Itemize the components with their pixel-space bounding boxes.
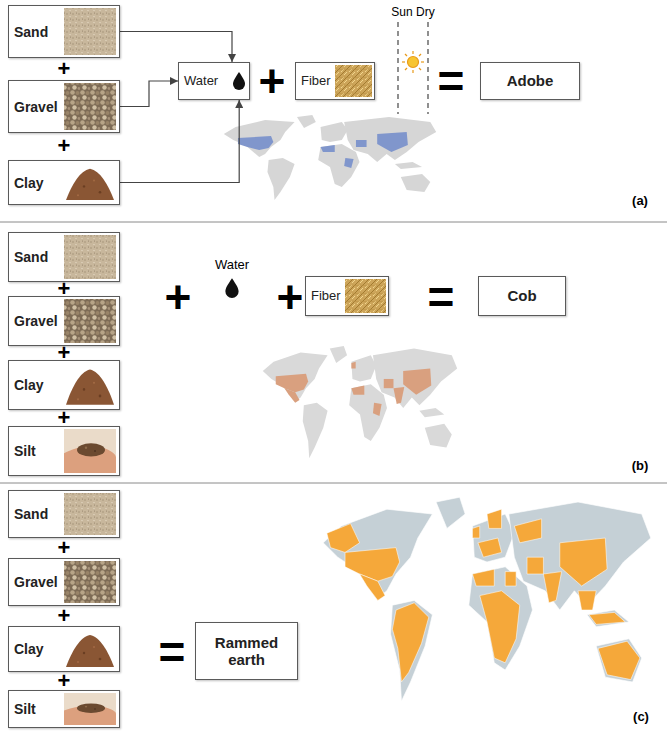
material-box: Clay	[8, 360, 120, 410]
plus-sign: +	[58, 58, 71, 80]
material-box: Sand	[8, 490, 120, 538]
equals-sign: =	[428, 274, 455, 320]
plus-sign: +	[58, 605, 71, 627]
box-label: Clay	[14, 641, 44, 657]
material-box: Clay	[8, 626, 120, 672]
box-label: Silt	[14, 443, 36, 459]
material-box: Sand	[8, 5, 120, 58]
box-label: Sand	[14, 249, 48, 265]
plus-sign: +	[58, 537, 71, 559]
panel-letter: (b)	[630, 458, 651, 473]
step-label: Sun Dry	[391, 6, 434, 18]
plus-sign: +	[58, 670, 71, 692]
plus-sign: +	[58, 135, 71, 157]
box-label: Adobe	[503, 72, 558, 89]
material-box: Silt	[8, 426, 120, 476]
panel-divider	[0, 222, 667, 483]
box-label: Water	[184, 74, 218, 89]
box-label: Gravel	[14, 574, 58, 590]
equals-sign: =	[159, 629, 186, 675]
material-box: Clay	[8, 160, 120, 205]
ingredient-box: Water	[178, 62, 250, 100]
box-label: Clay	[14, 377, 44, 393]
product-box: Adobe	[480, 62, 580, 100]
box-label: Sand	[14, 506, 48, 522]
panel-letter: (c)	[631, 709, 651, 724]
world-map	[263, 346, 457, 458]
silt-image	[64, 429, 116, 725]
world-map	[224, 115, 436, 200]
product-box: Rammed earth	[195, 622, 298, 680]
box-label: Silt	[14, 701, 36, 717]
plus-sign: +	[277, 274, 304, 320]
plus-sign: +	[58, 278, 71, 300]
box-label: Fiber	[311, 289, 341, 304]
equals-sign: =	[438, 58, 465, 104]
ingredient-label: Water	[215, 258, 249, 271]
material-box: Sand	[8, 232, 120, 282]
flow-arrow	[120, 81, 178, 107]
product-box: Cob	[478, 276, 566, 316]
flow-arrow	[120, 32, 232, 63]
box-label: Cob	[503, 287, 540, 304]
plus-sign: +	[165, 274, 192, 320]
box-label: Gravel	[14, 98, 58, 114]
material-box: Gravel	[8, 558, 120, 606]
clay-image	[64, 163, 116, 669]
ingredient-box: Fiber	[305, 276, 389, 316]
material-box: Gravel	[8, 80, 120, 133]
world-map	[323, 497, 651, 701]
gravel-image	[64, 83, 116, 603]
plus-sign: +	[58, 342, 71, 364]
plus-sign: +	[58, 407, 71, 429]
box-label: Fiber	[301, 74, 331, 89]
material-box: Silt	[8, 690, 120, 728]
box-label: Sand	[14, 23, 48, 39]
flow-arrow	[120, 100, 239, 183]
ingredient-box: Fiber	[295, 62, 375, 100]
sand-image	[64, 8, 116, 535]
box-label: Gravel	[14, 313, 58, 329]
plus-sign: +	[259, 58, 286, 104]
panel-letter: (a)	[630, 193, 650, 208]
material-box: Gravel	[8, 296, 120, 346]
box-label: Clay	[14, 174, 44, 190]
sun-dry-marker	[398, 22, 428, 114]
box-label: Rammed earth	[196, 634, 297, 669]
